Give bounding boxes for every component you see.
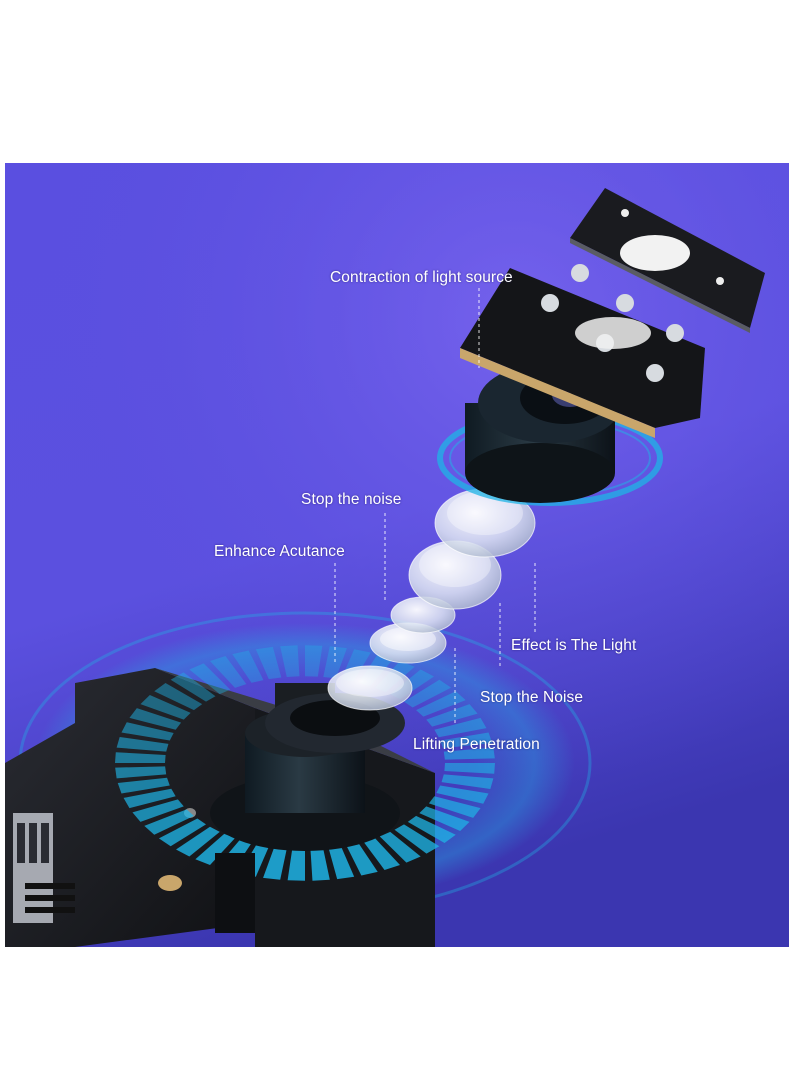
leader-lines <box>334 288 536 723</box>
ring-segment <box>394 824 440 854</box>
ring-segment <box>115 766 167 779</box>
exploded-camera-diagram <box>5 163 789 947</box>
label-lifting: Lifting Penetration <box>413 736 540 753</box>
ring-segment <box>346 843 378 876</box>
label-effect: Effect is The Light <box>511 637 637 654</box>
label-stop-noise-upper: Stop the Noise <box>480 689 584 706</box>
ring-segment <box>323 646 347 679</box>
ring-segment <box>280 645 300 677</box>
ring-segment <box>443 747 495 760</box>
ring-segment <box>263 847 287 880</box>
ring-segment <box>158 818 207 847</box>
ring-segment <box>287 849 305 881</box>
label-stop-noise-lower: Stop the noise <box>301 491 402 508</box>
ring-segment <box>310 849 330 881</box>
lens-barrel-lower <box>210 683 405 933</box>
ring-segment <box>189 663 231 695</box>
ring-segment <box>117 777 170 794</box>
ring-segment <box>144 809 194 835</box>
ring-segment <box>444 763 495 774</box>
ring-segment <box>195 833 235 866</box>
ring-segment <box>123 788 176 809</box>
ring-segment <box>255 646 282 680</box>
mounting-plate-icon <box>570 188 765 333</box>
ring-segment <box>434 717 487 738</box>
ring-segment <box>170 672 216 702</box>
ring-segment <box>363 838 400 870</box>
ring-segment <box>428 796 481 818</box>
segmented-light-ring <box>115 645 495 881</box>
ring-segment <box>328 846 355 880</box>
ring-segment <box>416 691 466 717</box>
ring-segment <box>441 774 494 789</box>
ring-segment <box>436 785 489 804</box>
ring-segment <box>129 708 182 730</box>
ring-segment <box>440 732 493 749</box>
ring-segment <box>116 737 169 752</box>
ring-segment <box>403 679 452 708</box>
ring-segment <box>232 650 264 683</box>
ring-segment <box>176 826 220 857</box>
ring-segment <box>140 695 191 720</box>
ring-segment <box>419 806 470 831</box>
product-illustration: Contraction of light source Stop the noi… <box>5 163 789 947</box>
lens-element-1 <box>327 665 413 711</box>
ring-segment <box>121 722 174 741</box>
led-board-icon <box>460 264 705 438</box>
label-enhance: Enhance Acutance <box>214 543 345 560</box>
ring-segment <box>115 752 166 763</box>
ring-segment <box>154 683 203 711</box>
ring-segment <box>407 815 456 843</box>
label-contraction: Contraction of light source <box>330 269 513 286</box>
ring-segment <box>426 704 478 727</box>
ring-segment <box>132 799 184 822</box>
ring-segment <box>305 645 323 677</box>
ring-segment <box>379 831 421 863</box>
ring-segment <box>210 656 247 688</box>
